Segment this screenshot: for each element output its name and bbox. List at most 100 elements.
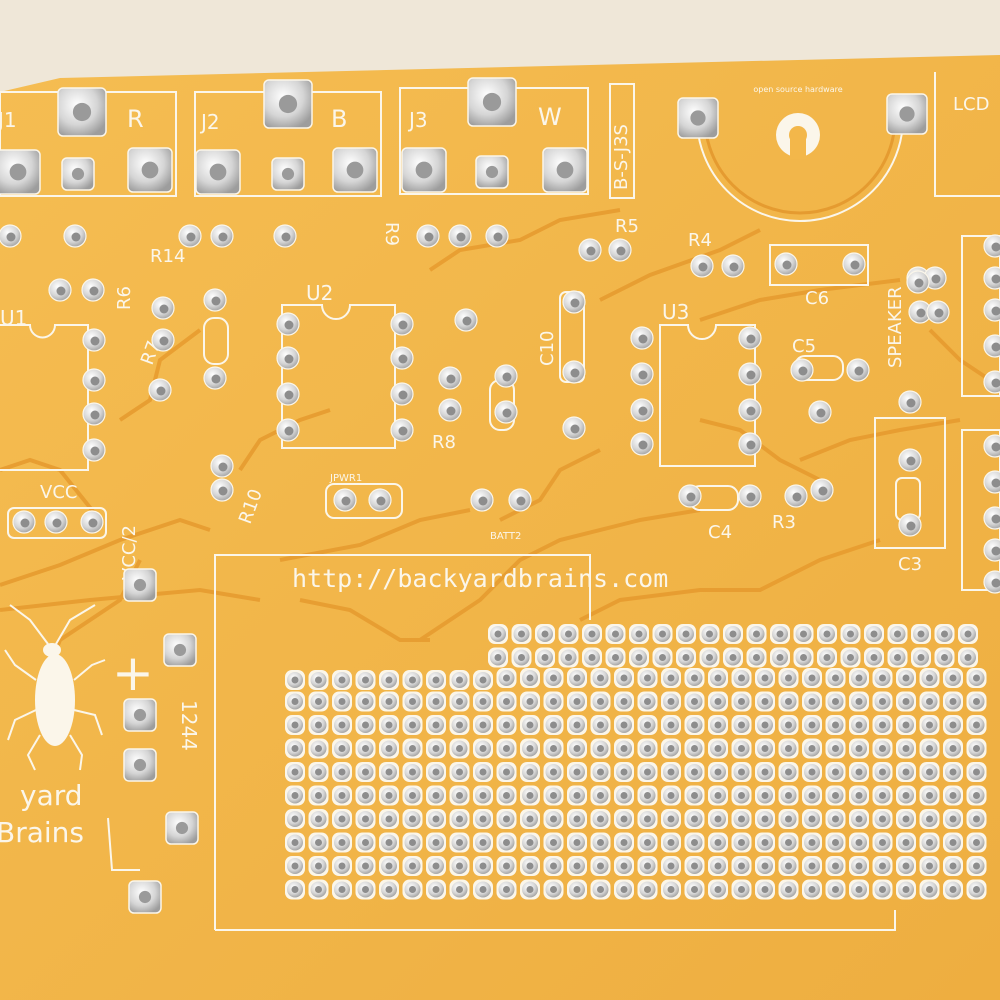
- proto-pad-hole: [847, 654, 854, 661]
- pad-hole: [56, 286, 66, 296]
- proto-pad-hole: [620, 768, 628, 776]
- proto-grid: [285, 624, 987, 900]
- proto-pad-hole: [644, 745, 651, 752]
- proto-pad-hole: [385, 792, 393, 799]
- proto-pad-hole: [691, 839, 698, 846]
- proto-pad-hole: [620, 721, 628, 729]
- proto-pad-hole: [479, 698, 487, 705]
- pad-hole: [991, 274, 1000, 284]
- proto-pad-hole: [785, 839, 792, 846]
- proto-pad-hole: [620, 815, 628, 823]
- speaker-label: SPEAKER: [885, 286, 906, 368]
- proto-pad-hole: [949, 698, 957, 705]
- cockroach-icon: [4, 604, 106, 771]
- pad-hole: [493, 232, 503, 242]
- pad-hole: [729, 262, 739, 272]
- proto-pad-hole: [385, 886, 393, 893]
- proto-pad-hole: [879, 698, 886, 705]
- pad-hole: [818, 486, 828, 496]
- proto-pad-hole: [479, 768, 487, 776]
- proto-pad-hole: [644, 792, 651, 799]
- proto-pad-hole: [808, 698, 816, 705]
- proto-pad-hole: [917, 654, 925, 661]
- proto-pad-hole: [432, 698, 440, 705]
- proto-pad-hole: [644, 815, 651, 823]
- proto-pad-hole: [667, 768, 675, 776]
- proto-pad-hole: [409, 886, 416, 893]
- proto-pad-hole: [714, 698, 722, 705]
- proto-pad-hole: [573, 768, 581, 776]
- pad-hole: [991, 478, 1000, 488]
- proto-pad-hole: [573, 745, 581, 752]
- proto-pad-hole: [456, 792, 463, 799]
- proto-pad-hole: [902, 745, 910, 752]
- module-arc-trace: [703, 117, 897, 215]
- proto-pad-hole: [291, 792, 299, 799]
- proto-pad-hole: [879, 886, 886, 893]
- proto-pad-hole: [926, 674, 933, 682]
- proto-pad-hole: [691, 792, 698, 799]
- proto-pad-hole: [597, 815, 604, 823]
- proto-pad-hole: [964, 654, 972, 661]
- proto-pad-hole: [714, 674, 722, 682]
- proto-pad-hole: [291, 676, 299, 684]
- proto-pad-hole: [761, 674, 769, 682]
- proto-pad-hole: [776, 630, 784, 638]
- pad-hole: [698, 262, 708, 272]
- proto-pad-hole: [291, 839, 299, 846]
- proto-pad-hole: [409, 862, 416, 870]
- proto-pad-hole: [691, 698, 698, 705]
- proto-pad-hole: [456, 886, 463, 893]
- pad-hole: [991, 442, 1000, 452]
- resistor-label-r4: R4: [688, 230, 712, 251]
- proto-pad-hole: [926, 698, 933, 705]
- proto-pad-hole: [588, 630, 596, 638]
- pad-hole: [20, 518, 30, 528]
- pad-hole: [690, 110, 706, 126]
- proto-pad-hole: [409, 676, 416, 684]
- proto-pad-hole: [526, 792, 534, 799]
- proto-pad-hole: [409, 768, 416, 776]
- pad-hole: [782, 260, 792, 270]
- proto-pad-hole: [550, 839, 557, 846]
- proto-pad-hole: [855, 745, 863, 752]
- proto-pad-hole: [644, 768, 651, 776]
- proto-pad-hole: [949, 674, 957, 682]
- proto-pad-hole: [926, 839, 933, 846]
- proto-pad-hole: [573, 862, 581, 870]
- pad-hole: [281, 167, 295, 181]
- pad-hole: [462, 316, 472, 326]
- proto-pad-hole: [526, 815, 534, 823]
- pad-hole: [156, 386, 166, 396]
- proto-pad-hole: [385, 676, 393, 684]
- resistor-label-r8: R8: [432, 432, 456, 453]
- proto-pad-hole: [644, 839, 651, 846]
- ic-label-u1: U1: [0, 306, 27, 330]
- proto-pad-hole: [667, 721, 675, 729]
- pad-hole: [6, 232, 16, 242]
- proto-pad-hole: [949, 768, 957, 776]
- proto-pad-hole: [644, 698, 651, 705]
- proto-pad-hole: [667, 745, 675, 752]
- proto-pad-hole: [855, 886, 863, 893]
- proto-pad-hole: [432, 886, 440, 893]
- pad-hole: [341, 496, 351, 506]
- pad-hole: [816, 408, 826, 418]
- pad-hole: [446, 406, 456, 416]
- proto-pad-hole: [573, 698, 581, 705]
- proto-pad-hole: [973, 745, 980, 752]
- pad-hole: [570, 298, 580, 308]
- pad-hole: [746, 406, 756, 416]
- board-version: 1244: [177, 700, 201, 751]
- proto-pad-hole: [785, 862, 792, 870]
- resistor-label-r14: R14: [150, 246, 185, 267]
- proto-pad-hole: [432, 792, 440, 799]
- proto-pad-hole: [738, 745, 745, 752]
- proto-pad-hole: [541, 630, 549, 638]
- pad-hole: [792, 492, 802, 502]
- proto-pad-hole: [550, 886, 557, 893]
- proto-pad-hole: [682, 630, 690, 638]
- vcc-label: VCC: [40, 482, 77, 503]
- pad-hole: [991, 378, 1000, 388]
- proto-pad-hole: [644, 862, 651, 870]
